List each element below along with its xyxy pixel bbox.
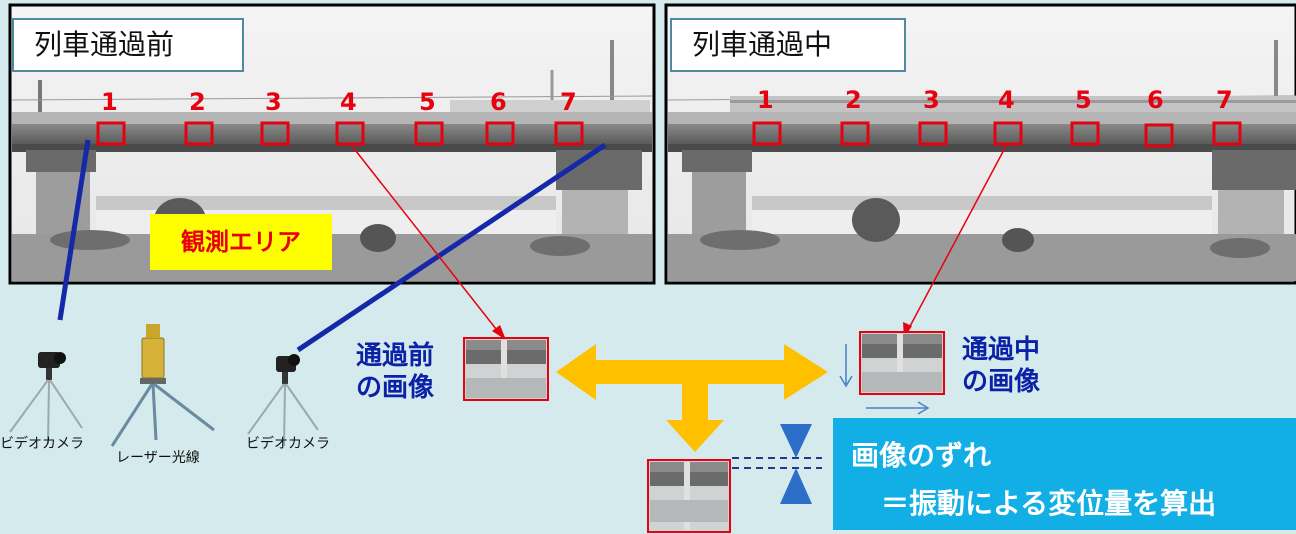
box-number-before-6: 6 bbox=[490, 88, 507, 116]
box-number-before-3: 3 bbox=[265, 88, 282, 116]
crop-label-during-line2: の画像 bbox=[962, 367, 1041, 397]
pointer-line-before bbox=[351, 145, 501, 335]
box-number-during-4: 4 bbox=[998, 86, 1015, 114]
crop-label-before: 通過前 の画像 bbox=[356, 340, 434, 404]
video-camera-right bbox=[247, 354, 319, 447]
target-box-4 bbox=[335, 121, 365, 146]
observation-area-label: 観測エリア bbox=[150, 214, 332, 270]
result-line-2: ＝振動による変位量を算出 bbox=[881, 487, 1217, 520]
target-box-5 bbox=[1070, 121, 1100, 146]
box-number-before-1: 1 bbox=[101, 88, 118, 116]
camera-sight-line-left bbox=[57, 139, 91, 321]
crop-label-before-line1: 通過前 bbox=[356, 341, 435, 371]
video-camera-left bbox=[9, 352, 83, 445]
panel-title-during: 列車通過中 bbox=[670, 18, 906, 72]
result-line-1: 画像のずれ bbox=[851, 439, 992, 472]
target-box-3 bbox=[260, 121, 290, 146]
panel-title-before: 列車通過前 bbox=[12, 18, 244, 72]
target-box-1 bbox=[752, 121, 782, 146]
pointer-arrowhead-before bbox=[492, 325, 506, 340]
target-boxes-during bbox=[752, 121, 1242, 148]
equipment-label-laser: レーザー光線 bbox=[116, 450, 200, 466]
target-box-5 bbox=[414, 121, 444, 146]
crop-label-during: 通過中 の画像 bbox=[962, 334, 1040, 398]
target-box-3 bbox=[918, 121, 948, 146]
crop-image-during bbox=[859, 331, 945, 395]
box-number-during-7: 7 bbox=[1216, 86, 1233, 114]
target-box-2 bbox=[184, 121, 214, 146]
box-number-during-6: 6 bbox=[1147, 86, 1164, 114]
target-box-7 bbox=[554, 121, 584, 146]
photo-panel-before bbox=[8, 3, 656, 285]
target-boxes-before bbox=[96, 121, 584, 146]
camera-sight-line-right bbox=[296, 142, 607, 353]
box-number-during-5: 5 bbox=[1075, 86, 1092, 114]
gap-marker bbox=[732, 424, 822, 504]
crop-label-during-line1: 通過中 bbox=[962, 335, 1041, 365]
laser-instrument bbox=[110, 324, 215, 447]
box-number-during-2: 2 bbox=[845, 86, 862, 114]
comparison-arrow bbox=[556, 344, 828, 452]
pointer-line-during bbox=[907, 145, 1007, 331]
target-box-2 bbox=[840, 121, 870, 146]
box-number-during-3: 3 bbox=[923, 86, 940, 114]
target-box-4 bbox=[993, 121, 1023, 146]
box-number-before-5: 5 bbox=[419, 88, 436, 116]
target-box-6 bbox=[1144, 123, 1174, 148]
box-number-before-2: 2 bbox=[189, 88, 206, 116]
target-box-1 bbox=[96, 121, 126, 146]
box-number-during-1: 1 bbox=[757, 86, 774, 114]
crop-label-before-line2: の画像 bbox=[356, 373, 435, 403]
displacement-arrows bbox=[839, 344, 930, 415]
crop-image-before bbox=[463, 337, 549, 401]
box-number-before-7: 7 bbox=[560, 88, 577, 116]
target-box-7 bbox=[1212, 121, 1242, 146]
result-box: 画像のずれ ＝振動による変位量を算出 bbox=[833, 418, 1296, 530]
equipment-label-left-camera: ビデオカメラ bbox=[0, 436, 84, 452]
equipment-label-right-camera: ビデオカメラ bbox=[246, 436, 330, 452]
box-number-before-4: 4 bbox=[340, 88, 357, 116]
crop-image-difference bbox=[647, 459, 731, 533]
target-box-6 bbox=[485, 121, 515, 146]
